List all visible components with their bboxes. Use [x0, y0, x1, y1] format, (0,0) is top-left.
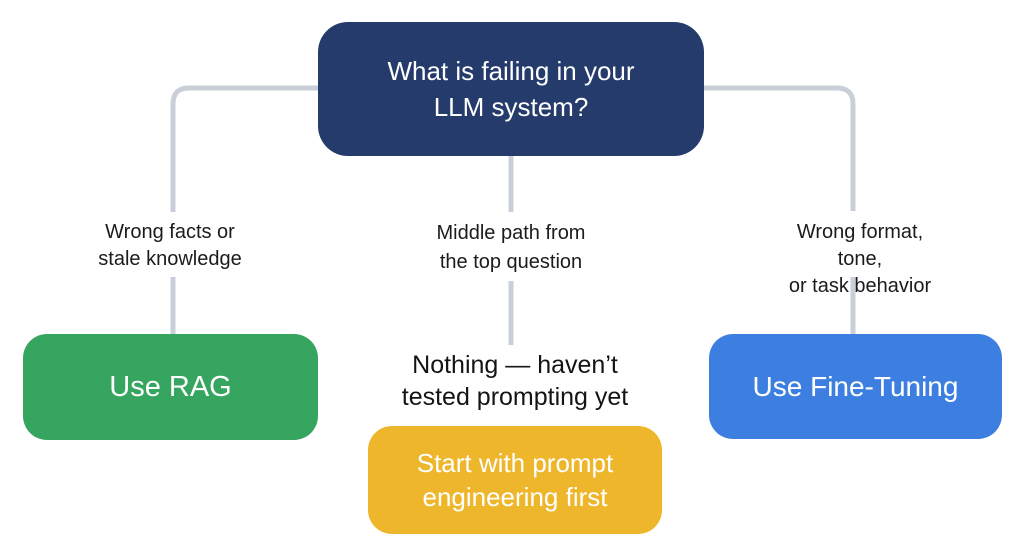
- branch-condition-left: Wrong facts or stale knowledge: [98, 221, 242, 270]
- connector-left-elbow: [170, 85, 318, 212]
- middle-branch-note: Nothing — haven’t tested prompting yet: [401, 351, 629, 411]
- use-fine-tuning-node: Use Fine-Tuning: [709, 334, 1002, 439]
- use-rag-label: Use RAG: [109, 370, 232, 403]
- branch-condition-right: Wrong format, tone, or task behavior: [788, 221, 932, 297]
- use-rag-node: Use RAG: [23, 334, 318, 440]
- root-question-node: What is failing in your LLM system?: [318, 22, 704, 156]
- prompt-engineering-label: Start with prompt engineering first: [416, 448, 614, 512]
- use-fine-tuning-label: Use Fine-Tuning: [752, 370, 959, 402]
- connector-right-elbow: [704, 85, 856, 211]
- prompt-engineering-node: Start with prompt engineering first: [368, 426, 662, 534]
- root-question-text: What is failing in your LLM system?: [387, 56, 635, 122]
- branch-condition-middle: Middle path from the top question: [436, 222, 586, 273]
